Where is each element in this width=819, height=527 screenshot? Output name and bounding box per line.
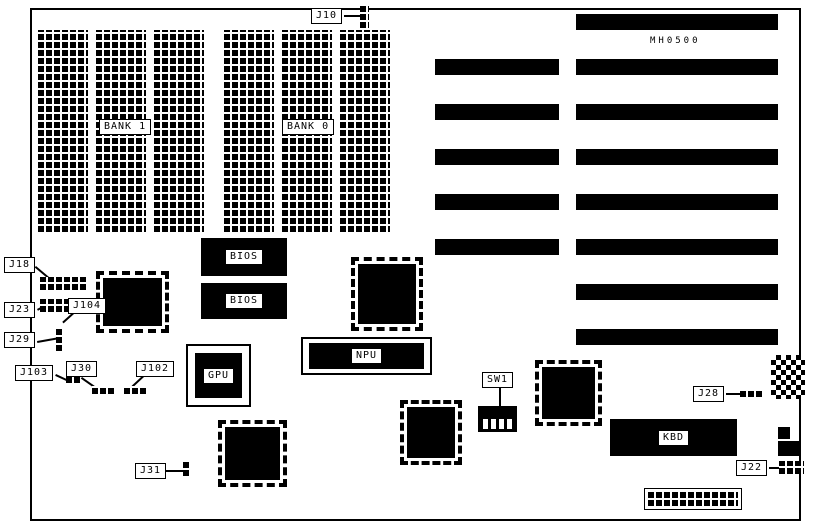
isa-slot-7	[576, 149, 778, 165]
connector-j29	[56, 329, 64, 351]
leader-j22	[769, 467, 780, 469]
keyboard-din-connector-a	[778, 427, 790, 439]
leader-sw1	[499, 388, 501, 406]
connector-j102	[124, 386, 146, 394]
keyboard-controller-chip: KBD	[610, 419, 737, 456]
npu-label: NPU	[350, 348, 383, 364]
label-j22: J22	[736, 460, 768, 476]
kbd-label: KBD	[657, 429, 690, 446]
label-j10: J10	[311, 8, 343, 24]
dip-switch-segment	[499, 419, 504, 429]
isa-slot-3	[576, 59, 778, 75]
isa-slot-5	[576, 104, 778, 120]
connector-j103	[66, 375, 80, 383]
gpu-socket: GPU	[186, 344, 251, 407]
dip-switch-segment	[483, 419, 488, 429]
isa-slot-2	[435, 59, 559, 75]
isa-slot-4	[435, 104, 559, 120]
pin-header-block	[644, 488, 742, 510]
leader-j10	[344, 15, 361, 17]
dip-switch-segment	[491, 419, 496, 429]
bank0-ram-grid-3	[340, 30, 390, 232]
label-j102: J102	[136, 361, 175, 377]
isa-slot-13	[576, 329, 778, 345]
connector-j31	[183, 461, 191, 476]
dip-switch-sw1	[478, 406, 517, 432]
label-j31: J31	[135, 463, 167, 479]
label-j29: J29	[4, 332, 36, 348]
isa-slot-6	[435, 149, 559, 165]
smd-chip-3	[218, 420, 287, 487]
bios-rom-2: BIOS	[201, 283, 287, 319]
connector-j22	[779, 461, 804, 474]
bios-rom-1: BIOS	[201, 238, 287, 276]
bank1-ram-grid-1	[38, 30, 88, 232]
leader-j31	[166, 470, 184, 472]
pin-header-pins	[648, 492, 738, 506]
smd-chip-5	[535, 360, 602, 426]
connector-j18	[40, 277, 86, 290]
isa-slot-1	[576, 14, 778, 30]
bank1-ram-grid-3	[154, 30, 204, 232]
smd-chip-1	[351, 257, 423, 331]
keyboard-din-connector-b	[778, 441, 800, 456]
isa-slot-8	[435, 194, 559, 210]
dip-switch-segment	[507, 419, 512, 429]
smd-chip-4	[400, 400, 462, 465]
label-j18: J18	[4, 257, 36, 273]
isa-slot-11	[576, 239, 778, 255]
isa-slot-12	[576, 284, 778, 300]
connector-j10	[360, 6, 369, 28]
bios-label-1: BIOS	[224, 249, 264, 265]
connector-j28	[740, 389, 762, 397]
power-connector-grid	[771, 355, 805, 399]
label-sw1: SW1	[482, 372, 514, 388]
gpu-label: GPU	[202, 367, 235, 384]
connector-j30	[92, 386, 114, 394]
label-j30: J30	[66, 361, 98, 377]
label-j23: J23	[4, 302, 36, 318]
bank1-label: BANK 1	[99, 119, 152, 135]
isa-slot-9	[576, 194, 778, 210]
bank0-label: BANK 0	[282, 119, 335, 135]
smd-chip-2	[96, 271, 169, 333]
npu-socket: NPU	[301, 337, 432, 375]
label-j104: J104	[68, 298, 107, 314]
isa-slot-10	[435, 239, 559, 255]
label-j103: J103	[15, 365, 54, 381]
label-j28: J28	[693, 386, 725, 402]
bios-label-2: BIOS	[224, 293, 264, 309]
leader-j28	[726, 393, 740, 395]
bank0-ram-grid-1	[224, 30, 274, 232]
board-model: MH0500	[650, 36, 701, 46]
